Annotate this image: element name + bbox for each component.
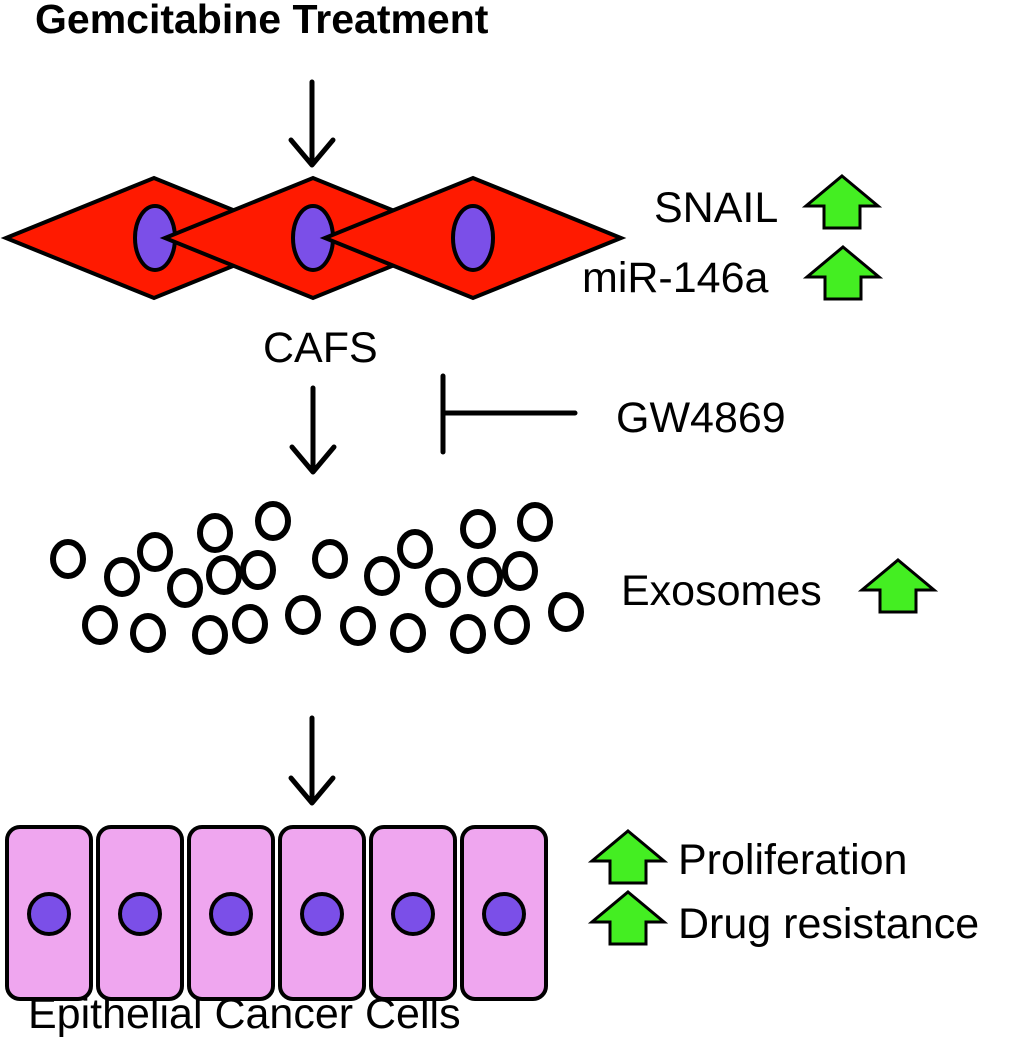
exosome-icon [232, 604, 268, 644]
nucleus-icon [391, 892, 435, 936]
effect-proliferation: Proliferation [590, 829, 907, 885]
exosome-icon [312, 539, 348, 579]
nucleus-icon [27, 892, 71, 936]
exosome-icon [192, 615, 228, 655]
caf-cell [159, 175, 467, 301]
exosome-icon [467, 557, 503, 597]
exosome-icon [340, 606, 376, 646]
epithelial-cells [5, 825, 548, 1001]
inhibitor-label: GW4869 [616, 394, 786, 442]
exosome-icon [197, 513, 233, 553]
exosome-icon [460, 509, 496, 549]
exosome-icon [425, 568, 461, 608]
nucleus-icon [451, 204, 495, 272]
inhibition-bar-icon [440, 373, 578, 455]
effect-label: Drug resistance [678, 900, 979, 948]
marker-label: miR-146a [582, 254, 768, 302]
down-arrow-icon [289, 385, 337, 475]
exosome-icon [364, 556, 400, 596]
exosome-cluster [50, 501, 584, 655]
exosome-icon [50, 539, 86, 579]
epithelial-cell [278, 825, 366, 1001]
epithelial-cell [96, 825, 184, 1001]
down-arrow-icon [288, 79, 336, 168]
exosome-icon [494, 605, 530, 645]
up-arrow-icon [860, 558, 936, 614]
epithelial-label: Epithelial Cancer Cells [28, 990, 461, 1038]
up-arrow-icon [804, 174, 880, 230]
exosomes-label: Exosomes [621, 567, 822, 615]
nucleus-icon [209, 892, 253, 936]
exosome-icon [130, 613, 166, 653]
caf-cells [0, 175, 627, 301]
exosome-icon [82, 605, 118, 645]
epithelial-cell [187, 825, 275, 1001]
epithelial-cell [369, 825, 457, 1001]
exosome-icon [397, 529, 433, 569]
exosome-icon [167, 568, 203, 608]
exosome-icon [137, 532, 173, 572]
up-arrow-icon [590, 890, 666, 946]
marker-mir146a: miR-146a [582, 245, 881, 302]
diagram-title: Gemcitabine Treatment [35, 0, 489, 42]
effect-drug-resistance: Drug resistance [590, 890, 979, 948]
effect-label: Proliferation [678, 836, 907, 884]
exosome-icon [450, 614, 486, 654]
caf-cell [319, 175, 627, 301]
marker-snail: SNAIL [654, 174, 880, 232]
exosome-icon [255, 501, 291, 541]
nucleus-icon [482, 892, 526, 936]
nucleus-icon [300, 892, 344, 936]
exosome-icon [206, 555, 242, 595]
exosome-icon [517, 502, 553, 542]
up-arrow-icon [805, 245, 881, 301]
nucleus-icon [118, 892, 162, 936]
exosome-icon [390, 613, 426, 653]
exosome-icon [548, 592, 584, 632]
epithelial-cell [460, 825, 548, 1001]
exosome-icon [502, 551, 538, 591]
exosome-icon [104, 557, 140, 597]
epithelial-cell [5, 825, 93, 1001]
down-arrow-icon [288, 715, 336, 806]
marker-label: SNAIL [654, 184, 778, 232]
exosome-icon [240, 550, 276, 590]
exosome-icon [285, 595, 321, 635]
cafs-label: CAFS [263, 324, 378, 372]
up-arrow-icon [590, 829, 666, 885]
